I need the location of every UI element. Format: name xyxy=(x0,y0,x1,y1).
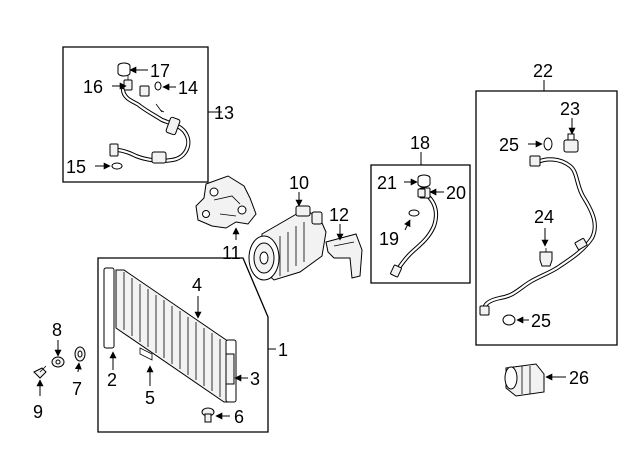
callout-4: 4 xyxy=(192,275,202,295)
o-ring-19-drawing xyxy=(408,209,420,217)
callout-26: 26 xyxy=(569,368,589,388)
box-1-condenser xyxy=(97,257,269,433)
callout-2: 2 xyxy=(107,370,117,390)
callout-7: 7 xyxy=(72,379,82,399)
callout-17: 17 xyxy=(150,61,170,81)
callout-18: 18 xyxy=(410,133,430,153)
o-ring-14-drawing xyxy=(154,81,162,91)
callout-22: 22 xyxy=(533,61,553,81)
callout-1: 1 xyxy=(278,340,288,360)
suction-hose-13-drawing xyxy=(109,85,191,164)
callout-11: 11 xyxy=(222,243,241,263)
callout-10: 10 xyxy=(289,173,309,193)
callout-16: 16 xyxy=(83,77,103,97)
box-13-hose-assembly xyxy=(62,46,209,183)
washer-8-drawing xyxy=(51,356,65,368)
callout-19: 19 xyxy=(379,229,399,249)
bracket-12-drawing xyxy=(325,233,363,279)
callout-3: 3 xyxy=(250,369,260,389)
condenser-1-drawing xyxy=(103,267,237,403)
o-ring-25-bottom-drawing xyxy=(502,314,516,326)
cap-21-drawing xyxy=(417,174,431,188)
compressor-10-drawing xyxy=(248,205,327,281)
callout-9: 9 xyxy=(33,402,43,422)
callout-5: 5 xyxy=(145,388,155,408)
callout-20: 20 xyxy=(446,183,466,203)
callout-12: 12 xyxy=(329,205,349,225)
callout-6: 6 xyxy=(234,407,244,427)
valve-24-drawing xyxy=(539,248,553,267)
bracket-11-drawing xyxy=(195,175,257,229)
valve-16-drawing xyxy=(123,76,133,91)
callout-14: 14 xyxy=(178,78,198,98)
callout-8: 8 xyxy=(52,320,62,340)
cap-17-drawing xyxy=(117,62,131,77)
o-ring-15-drawing xyxy=(111,162,123,170)
box-18-hose-assembly xyxy=(370,164,471,284)
valve-23-drawing xyxy=(563,133,579,153)
callout-13: 13 xyxy=(214,103,234,123)
liquid-tube-22-drawing xyxy=(479,155,597,316)
callout-23: 23 xyxy=(560,99,580,119)
valve-20-drawing xyxy=(417,188,426,198)
callout-25-bottom: 25 xyxy=(531,311,551,331)
bolt-6-drawing xyxy=(201,407,215,423)
callout-25-top: 25 xyxy=(499,135,519,155)
callout-21: 21 xyxy=(377,173,397,193)
box-22-tube-assembly xyxy=(475,90,618,346)
leader-lines xyxy=(36,66,576,420)
nut-7-drawing xyxy=(74,346,86,362)
callout-24: 24 xyxy=(534,207,554,227)
o-ring-25-top-drawing xyxy=(543,137,553,151)
receiver-26-drawing xyxy=(504,363,545,397)
bolt-9-drawing xyxy=(33,365,47,379)
callout-15: 15 xyxy=(66,157,86,177)
